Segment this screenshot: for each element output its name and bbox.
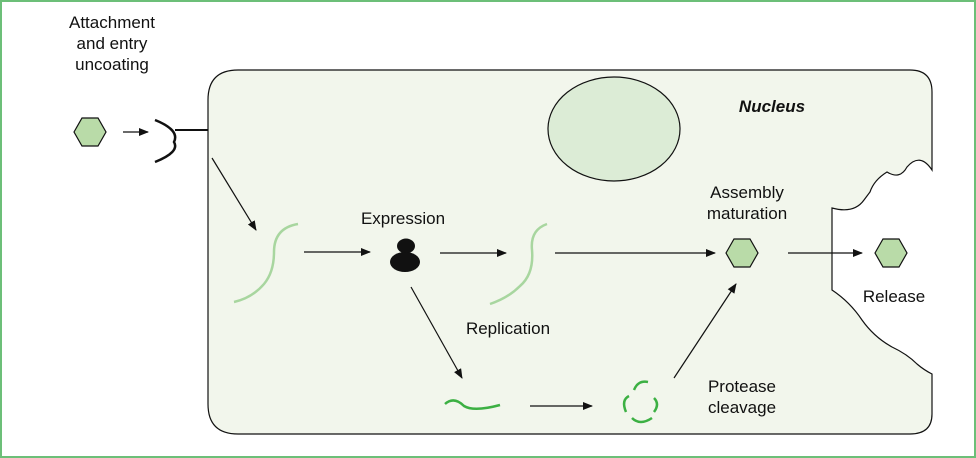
ribosome-large-subunit: [390, 252, 420, 272]
virion-incoming: [73, 117, 107, 147]
arrow-cleavage-to-assembly: [673, 283, 737, 379]
polyprotein: [444, 399, 501, 410]
label-release: Release: [862, 287, 926, 306]
label-attachment: Attachment and entry uncoating: [69, 13, 155, 74]
host-cell: [207, 69, 933, 435]
virion-assembled: [725, 238, 759, 268]
genome-replicated: [489, 222, 548, 306]
arrow-to-genome: [211, 157, 257, 231]
virion-released: [874, 238, 908, 268]
arrow-to-polyprotein: [410, 286, 463, 379]
genome-uncoated: [233, 222, 299, 304]
label-expression: Expression: [360, 209, 446, 228]
label-replication: Replication: [465, 319, 551, 338]
label-protease: Protease cleavage: [707, 377, 777, 417]
cleaved-protein-fragments: [622, 380, 659, 424]
receptor: [154, 118, 177, 164]
label-nucleus: Nucleus: [738, 97, 806, 116]
label-assembly: Assembly maturation: [706, 183, 788, 223]
nucleus: [547, 76, 681, 182]
ribosome-small-subunit: [397, 238, 415, 254]
